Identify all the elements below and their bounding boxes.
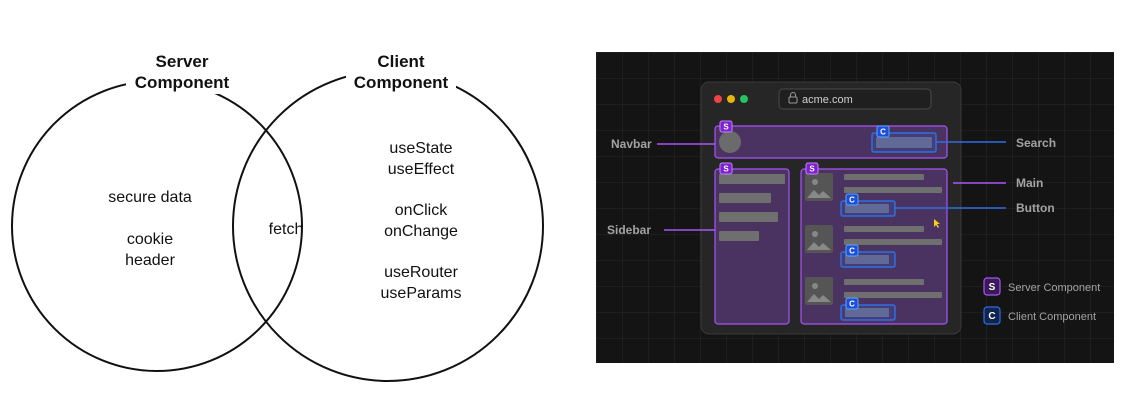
- client-item: onChange: [384, 223, 458, 240]
- legend-client: C Client Component: [983, 306, 1096, 325]
- sidebar-label: Sidebar: [607, 223, 651, 237]
- server-title-line2: Component: [135, 73, 230, 92]
- navbar-label: Navbar: [611, 137, 652, 151]
- maximize-dot-icon: [740, 95, 748, 103]
- server-component-circle: [11, 80, 303, 372]
- client-badge: C: [845, 244, 859, 257]
- search-label: Search: [1016, 136, 1056, 150]
- component-tree-illustration: acme.com: [596, 52, 1114, 363]
- svg-text:S: S: [723, 165, 729, 174]
- svg-text:S: S: [989, 282, 996, 293]
- logo-placeholder: [719, 131, 741, 153]
- client-title-line2: Component: [354, 73, 449, 92]
- lock-icon: [788, 92, 798, 104]
- server-item: cookie: [127, 231, 173, 248]
- button-label: Button: [1016, 201, 1055, 215]
- server-item: secure data: [108, 189, 192, 206]
- svg-text:C: C: [880, 128, 886, 137]
- server-item: header: [125, 252, 175, 269]
- legend-client-label: Client Component: [1008, 311, 1096, 323]
- close-dot-icon: [714, 95, 722, 103]
- client-badge: C: [876, 125, 890, 138]
- server-badge: S: [805, 162, 819, 175]
- client-title-line1: Client: [377, 52, 425, 71]
- svg-text:C: C: [849, 300, 855, 309]
- server-badge: S: [719, 162, 733, 175]
- client-item: useState: [389, 140, 452, 157]
- url-text: acme.com: [802, 94, 853, 106]
- venn-diagram: Server Component Client Component secure…: [11, 52, 544, 382]
- svg-text:S: S: [723, 123, 729, 132]
- svg-text:C: C: [849, 196, 855, 205]
- client-item: useEffect: [388, 161, 455, 178]
- client-item: useRouter: [384, 264, 458, 281]
- sidebar-box: [714, 168, 790, 325]
- main-label: Main: [1016, 176, 1043, 190]
- client-item: useParams: [381, 285, 462, 302]
- client-badge: C: [845, 193, 859, 206]
- legend-server-label: Server Component: [1008, 282, 1100, 294]
- svg-text:S: S: [809, 165, 815, 174]
- client-item: onClick: [395, 202, 448, 219]
- svg-text:C: C: [988, 311, 995, 322]
- address-bar: [778, 88, 932, 110]
- client-badge: C: [845, 297, 859, 310]
- server-title-line1: Server: [156, 52, 209, 71]
- minimize-dot-icon: [727, 95, 735, 103]
- server-badge: S: [719, 120, 733, 133]
- shared-item: fetch: [269, 221, 304, 238]
- cursor-icon: [934, 219, 940, 228]
- svg-text:C: C: [849, 247, 855, 256]
- legend-server: S Server Component: [983, 277, 1100, 296]
